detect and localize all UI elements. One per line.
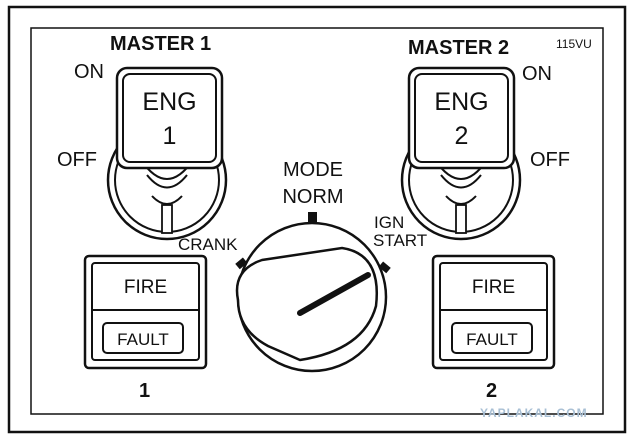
fire-fault-1-pushbutton[interactable]: FIRE FAULT bbox=[92, 263, 199, 360]
eng1-switch-housing bbox=[106, 66, 228, 241]
eng2-switch-label: ENG bbox=[434, 88, 489, 116]
eng1-switch-label: ENG bbox=[142, 88, 197, 116]
eng1-switch-number: 1 bbox=[162, 122, 177, 150]
fire-fault-2-housing bbox=[431, 254, 556, 370]
fire-fault-1-number: 1 bbox=[139, 380, 151, 402]
mode-norm-label: NORM bbox=[282, 186, 344, 208]
panel-inner-frame bbox=[30, 27, 604, 415]
fault-2-label: FAULT bbox=[466, 330, 518, 349]
watermark: YAPLAKAL.COM bbox=[480, 406, 588, 420]
master-2-title: MASTER 2 bbox=[408, 37, 510, 59]
mode-title: MODE bbox=[283, 159, 343, 181]
mode-crank-label: CRANK bbox=[178, 235, 238, 254]
panel-ref-label: 115VU bbox=[556, 37, 592, 51]
master-2-on-label: ON bbox=[522, 63, 552, 85]
eng2-master-switch[interactable]: ENG 2 bbox=[415, 74, 508, 162]
mode-start-label: START bbox=[373, 231, 428, 250]
fire-2-label: FIRE bbox=[471, 277, 516, 298]
mode-ign-label: IGN bbox=[374, 213, 405, 232]
eng1-master-switch[interactable]: ENG 1 bbox=[123, 74, 216, 162]
mode-norm-tick bbox=[308, 212, 317, 222]
master-1-off-label: OFF bbox=[57, 149, 97, 171]
master-2-off-label: OFF bbox=[530, 149, 570, 171]
mode-crank-tick bbox=[235, 257, 248, 270]
eng2-switch-housing bbox=[400, 66, 522, 241]
mode-ign-tick bbox=[378, 261, 391, 274]
fire-fault-2-number: 2 bbox=[486, 380, 498, 402]
mode-selector[interactable] bbox=[238, 223, 386, 371]
fire-fault-2-pushbutton[interactable]: FIRE FAULT bbox=[440, 263, 547, 360]
fire-fault-1-housing bbox=[83, 254, 208, 370]
eng2-switch-number: 2 bbox=[454, 122, 469, 150]
fault-1-label: FAULT bbox=[117, 330, 169, 349]
panel-outer-frame bbox=[7, 5, 627, 434]
master-1-title: MASTER 1 bbox=[110, 33, 212, 55]
mode-selector-knob bbox=[235, 221, 388, 373]
master-1-on-label: ON bbox=[74, 61, 104, 83]
fire-1-label: FIRE bbox=[123, 277, 168, 298]
